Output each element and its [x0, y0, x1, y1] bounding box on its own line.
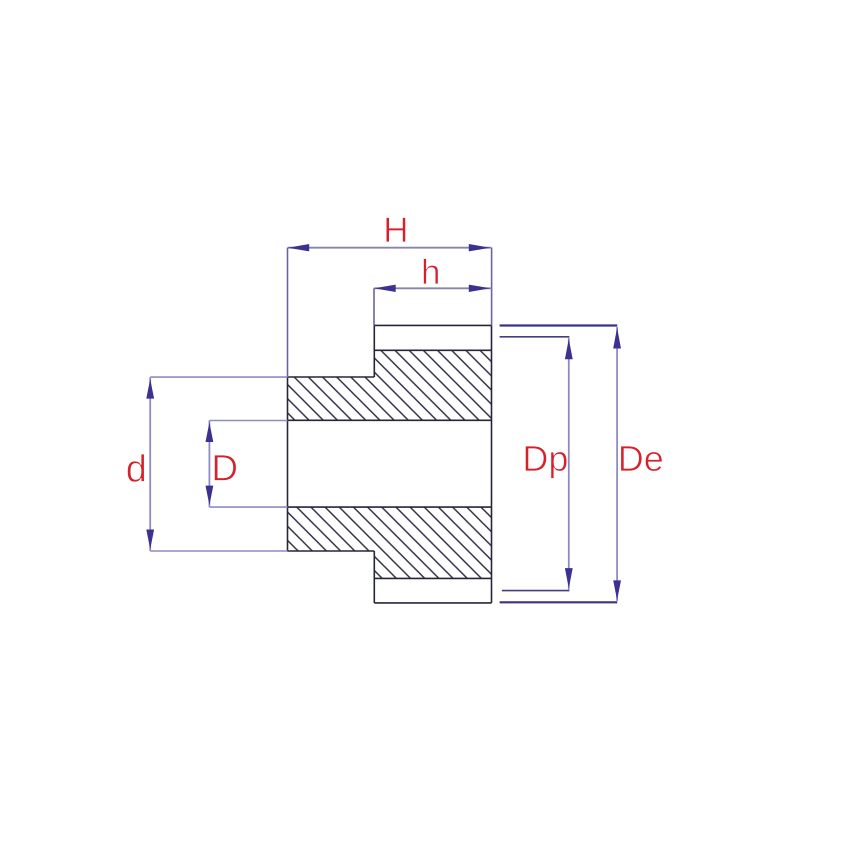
svg-text:H: H — [383, 211, 408, 250]
svg-text:d: d — [126, 449, 147, 491]
svg-text:Dp: Dp — [522, 438, 568, 479]
svg-text:D: D — [211, 448, 238, 489]
svg-text:De: De — [618, 438, 664, 479]
svg-text:h: h — [421, 253, 440, 292]
